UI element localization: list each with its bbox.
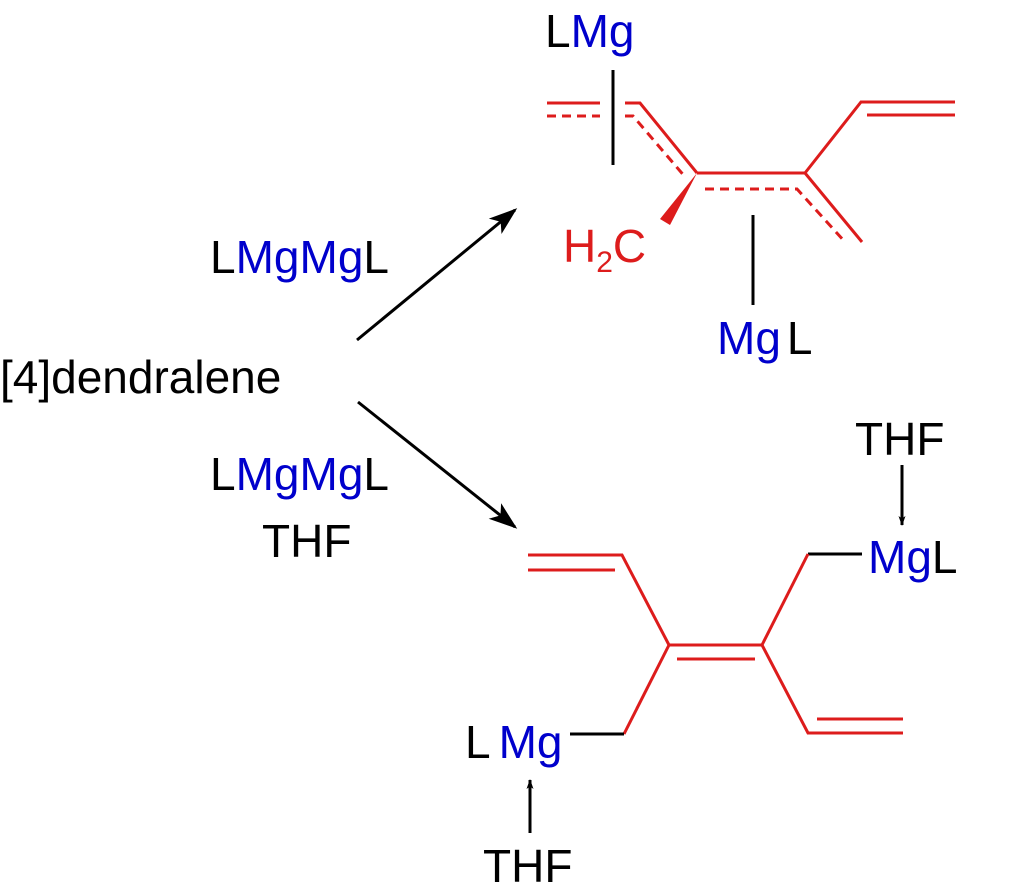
top-lmg-label: LMg <box>545 5 635 57</box>
ch2-bond <box>760 553 810 646</box>
ch2-bond <box>622 644 671 735</box>
reactant-label: [4]dendralene <box>0 351 281 403</box>
left-thf-label: THF <box>483 840 572 887</box>
vinyl-bond <box>528 553 671 646</box>
right-thf-label: THF <box>855 413 944 465</box>
upper-reaction-arrow <box>356 208 518 342</box>
right-mgl-label: MgL <box>868 531 958 583</box>
central-dashed-bond <box>705 187 847 244</box>
allyl-bond <box>625 101 699 174</box>
lower-reaction-arrow <box>357 400 518 529</box>
allyl-dashed-bond <box>625 114 688 179</box>
h2c-label: H2C <box>563 220 646 279</box>
lower-solvent-label: THF <box>262 515 351 567</box>
upper-reagent-label: LMgMgL <box>210 231 389 283</box>
allyl-bond <box>803 172 864 243</box>
vinyl-bond <box>760 644 903 735</box>
vinyl-bond <box>803 100 955 174</box>
lower-reagent-label: LMgMgL <box>210 448 389 500</box>
wedge-bond <box>660 173 697 225</box>
